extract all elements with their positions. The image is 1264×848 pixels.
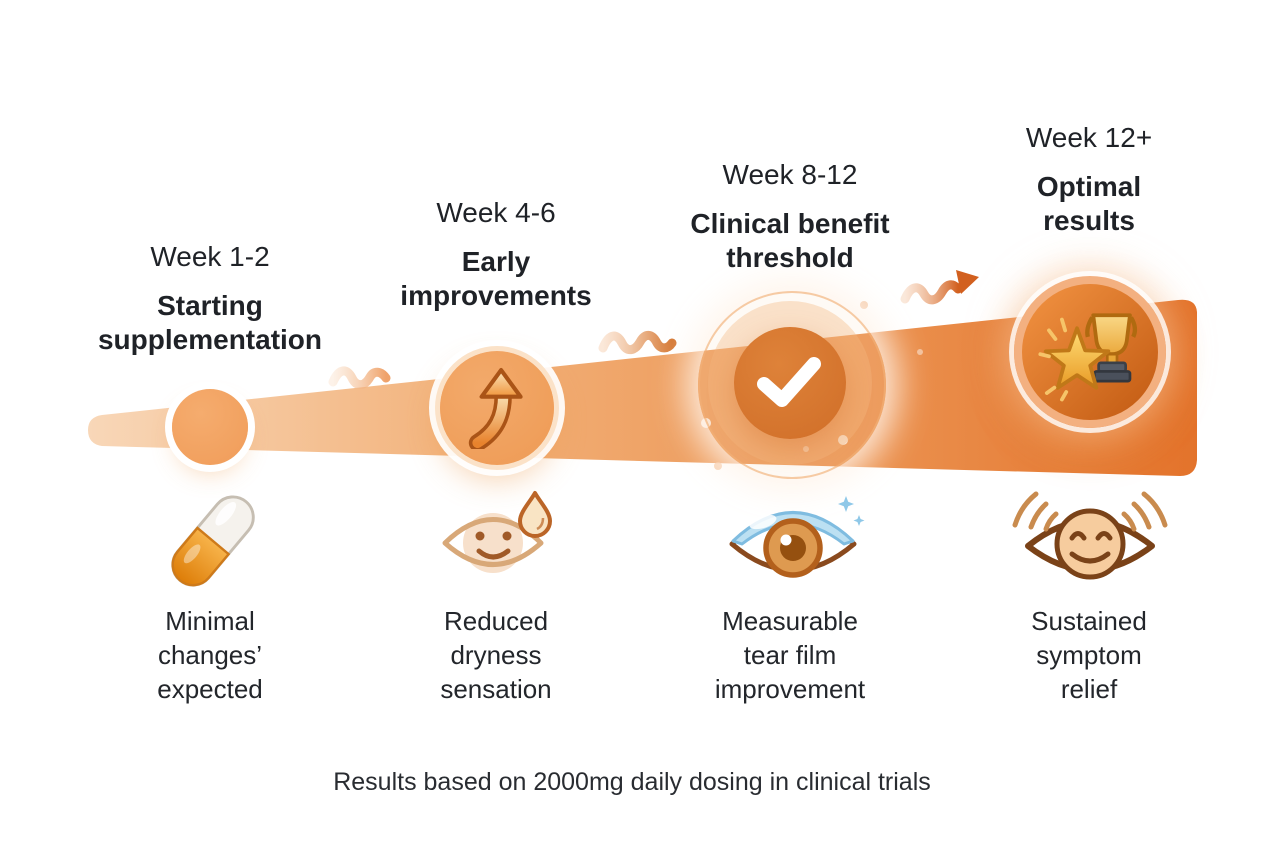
stage-title: Starting supplementation <box>97 290 322 355</box>
squiggle-1 <box>328 366 391 390</box>
check-node-outer-ring <box>698 291 886 479</box>
week-label: Week 1-2 <box>150 241 270 272</box>
relieved-eye-icon <box>1010 484 1170 596</box>
stage-header-3: Week 8-12 Clinical benefit threshold <box>630 158 950 275</box>
arrow-node <box>440 351 554 465</box>
squiggle-2 <box>598 330 677 355</box>
relief-waves <box>1012 491 1168 532</box>
star-sparkles <box>1038 317 1069 402</box>
stage-caption-2: Reduced dryness sensation <box>336 604 656 706</box>
star-trophy-icon <box>1038 313 1138 402</box>
pill-capsule-icon <box>150 483 276 601</box>
caption-text: Minimal changes’ expected <box>157 606 263 704</box>
check-node <box>734 327 846 439</box>
checkmark-icon <box>757 357 821 407</box>
squiggle-arrowhead <box>956 270 979 294</box>
week-label: Week 12+ <box>1025 122 1153 153</box>
stage-header-1: Week 1-2 Starting supplementation <box>50 240 370 357</box>
growth-band <box>88 299 1197 476</box>
caption-text: Measurable tear film improvement <box>714 606 866 704</box>
dot-node <box>172 389 248 465</box>
stage-caption-4: Sustained symptom relief <box>929 604 1249 706</box>
stage-title: Optimal results <box>1036 171 1142 236</box>
curved-up-arrow-icon <box>468 368 523 449</box>
star <box>1043 326 1111 390</box>
stage-caption-1: Minimal changes’ expected <box>50 604 370 706</box>
stage-caption-3: Measurable tear film improvement <box>630 604 950 706</box>
stage-title: Clinical benefit threshold <box>690 208 890 273</box>
happy-eye-droplet-icon <box>433 487 561 593</box>
caption-text: Sustained symptom relief <box>1031 606 1147 704</box>
stage-header-4: Week 12+ Optimal results <box>929 121 1249 238</box>
stage-header-2: Week 4-6 Early improvements <box>336 196 656 313</box>
week-label: Week 4-6 <box>436 197 556 228</box>
trophy <box>1085 313 1138 383</box>
caption-text: Reduced dryness sensation <box>440 606 552 704</box>
squiggle-arrow <box>900 280 963 305</box>
week-label: Week 8-12 <box>722 159 858 190</box>
stage-title: Early improvements <box>400 246 592 311</box>
tear-film-eye-icon <box>718 484 868 596</box>
results-node <box>1014 276 1166 428</box>
footer-note: Results based on 2000mg daily dosing in … <box>333 768 931 796</box>
